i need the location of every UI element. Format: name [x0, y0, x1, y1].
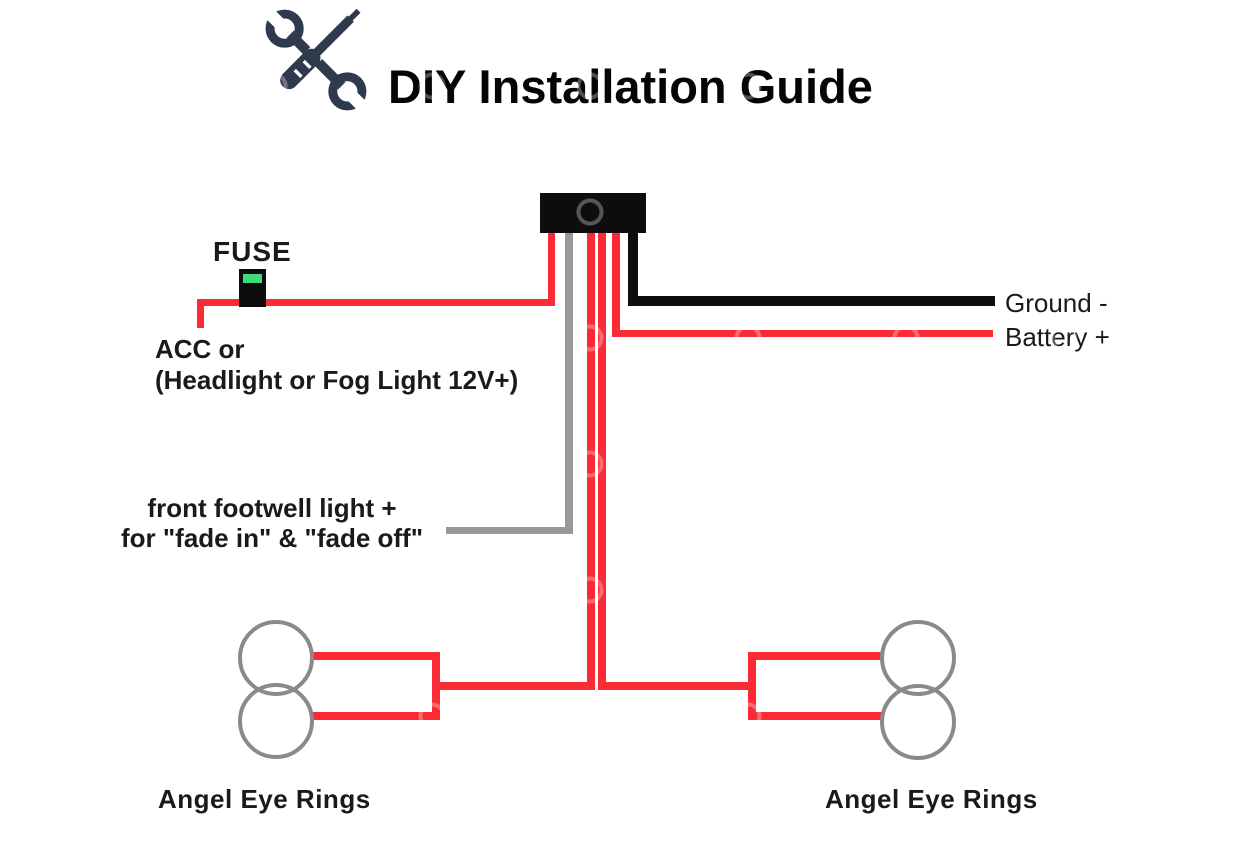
wire-left-feed-vertical	[587, 232, 595, 690]
wire-footwell-horizontal	[446, 527, 573, 534]
footwell-line1: front footwell light +	[147, 493, 397, 523]
wrench-screwdriver-icon	[259, 4, 373, 116]
wire-right-bottom-branch	[748, 712, 883, 720]
wire-acc-horizontal	[197, 299, 555, 306]
wire-left-bottom-branch	[310, 712, 440, 720]
wire-right-feed-vertical	[598, 232, 606, 690]
footwell-line2: for "fade in" & "fade off"	[120, 523, 424, 553]
wire-battery-vertical	[612, 232, 620, 337]
wire-left-mid-horizontal	[432, 682, 595, 690]
wire-ground-horizontal	[628, 296, 995, 306]
angel-eye-rings-label-left: Angel Eye Rings	[158, 784, 371, 814]
acc-source-label: ACC or (Headlight or Fog Light 12V+)	[155, 334, 518, 396]
angel-eye-ring-right-bottom	[880, 684, 956, 760]
wire-left-top-branch	[310, 652, 440, 660]
wire-left-junction-vertical	[432, 652, 440, 720]
wire-right-junction-vertical	[748, 652, 756, 720]
battery-label: Battery +	[1005, 322, 1110, 352]
footwell-label: front footwell light + for "fade in" & "…	[98, 493, 446, 553]
relay-control-box	[540, 193, 646, 233]
angel-eye-rings-label-right: Angel Eye Rings	[825, 784, 1038, 814]
angel-eye-ring-left-bottom	[238, 683, 314, 759]
wire-right-mid-horizontal	[598, 682, 755, 690]
wire-right-top-branch	[748, 652, 883, 660]
wire-footwell-vertical	[565, 232, 573, 534]
wire-ground-vertical	[628, 232, 638, 306]
fuse-label: FUSE	[213, 236, 292, 267]
acc-source-line1: ACC or	[155, 334, 245, 364]
ground-label: Ground -	[1005, 288, 1108, 318]
acc-source-line2: (Headlight or Fog Light 12V+)	[155, 365, 519, 395]
wire-acc-drop	[197, 299, 204, 328]
wire-acc-box-leg	[548, 232, 555, 306]
fuse	[239, 269, 266, 307]
fuse-element	[243, 274, 262, 283]
page-title: DIY Installation Guide	[388, 60, 873, 114]
wire-battery-horizontal	[612, 330, 993, 337]
